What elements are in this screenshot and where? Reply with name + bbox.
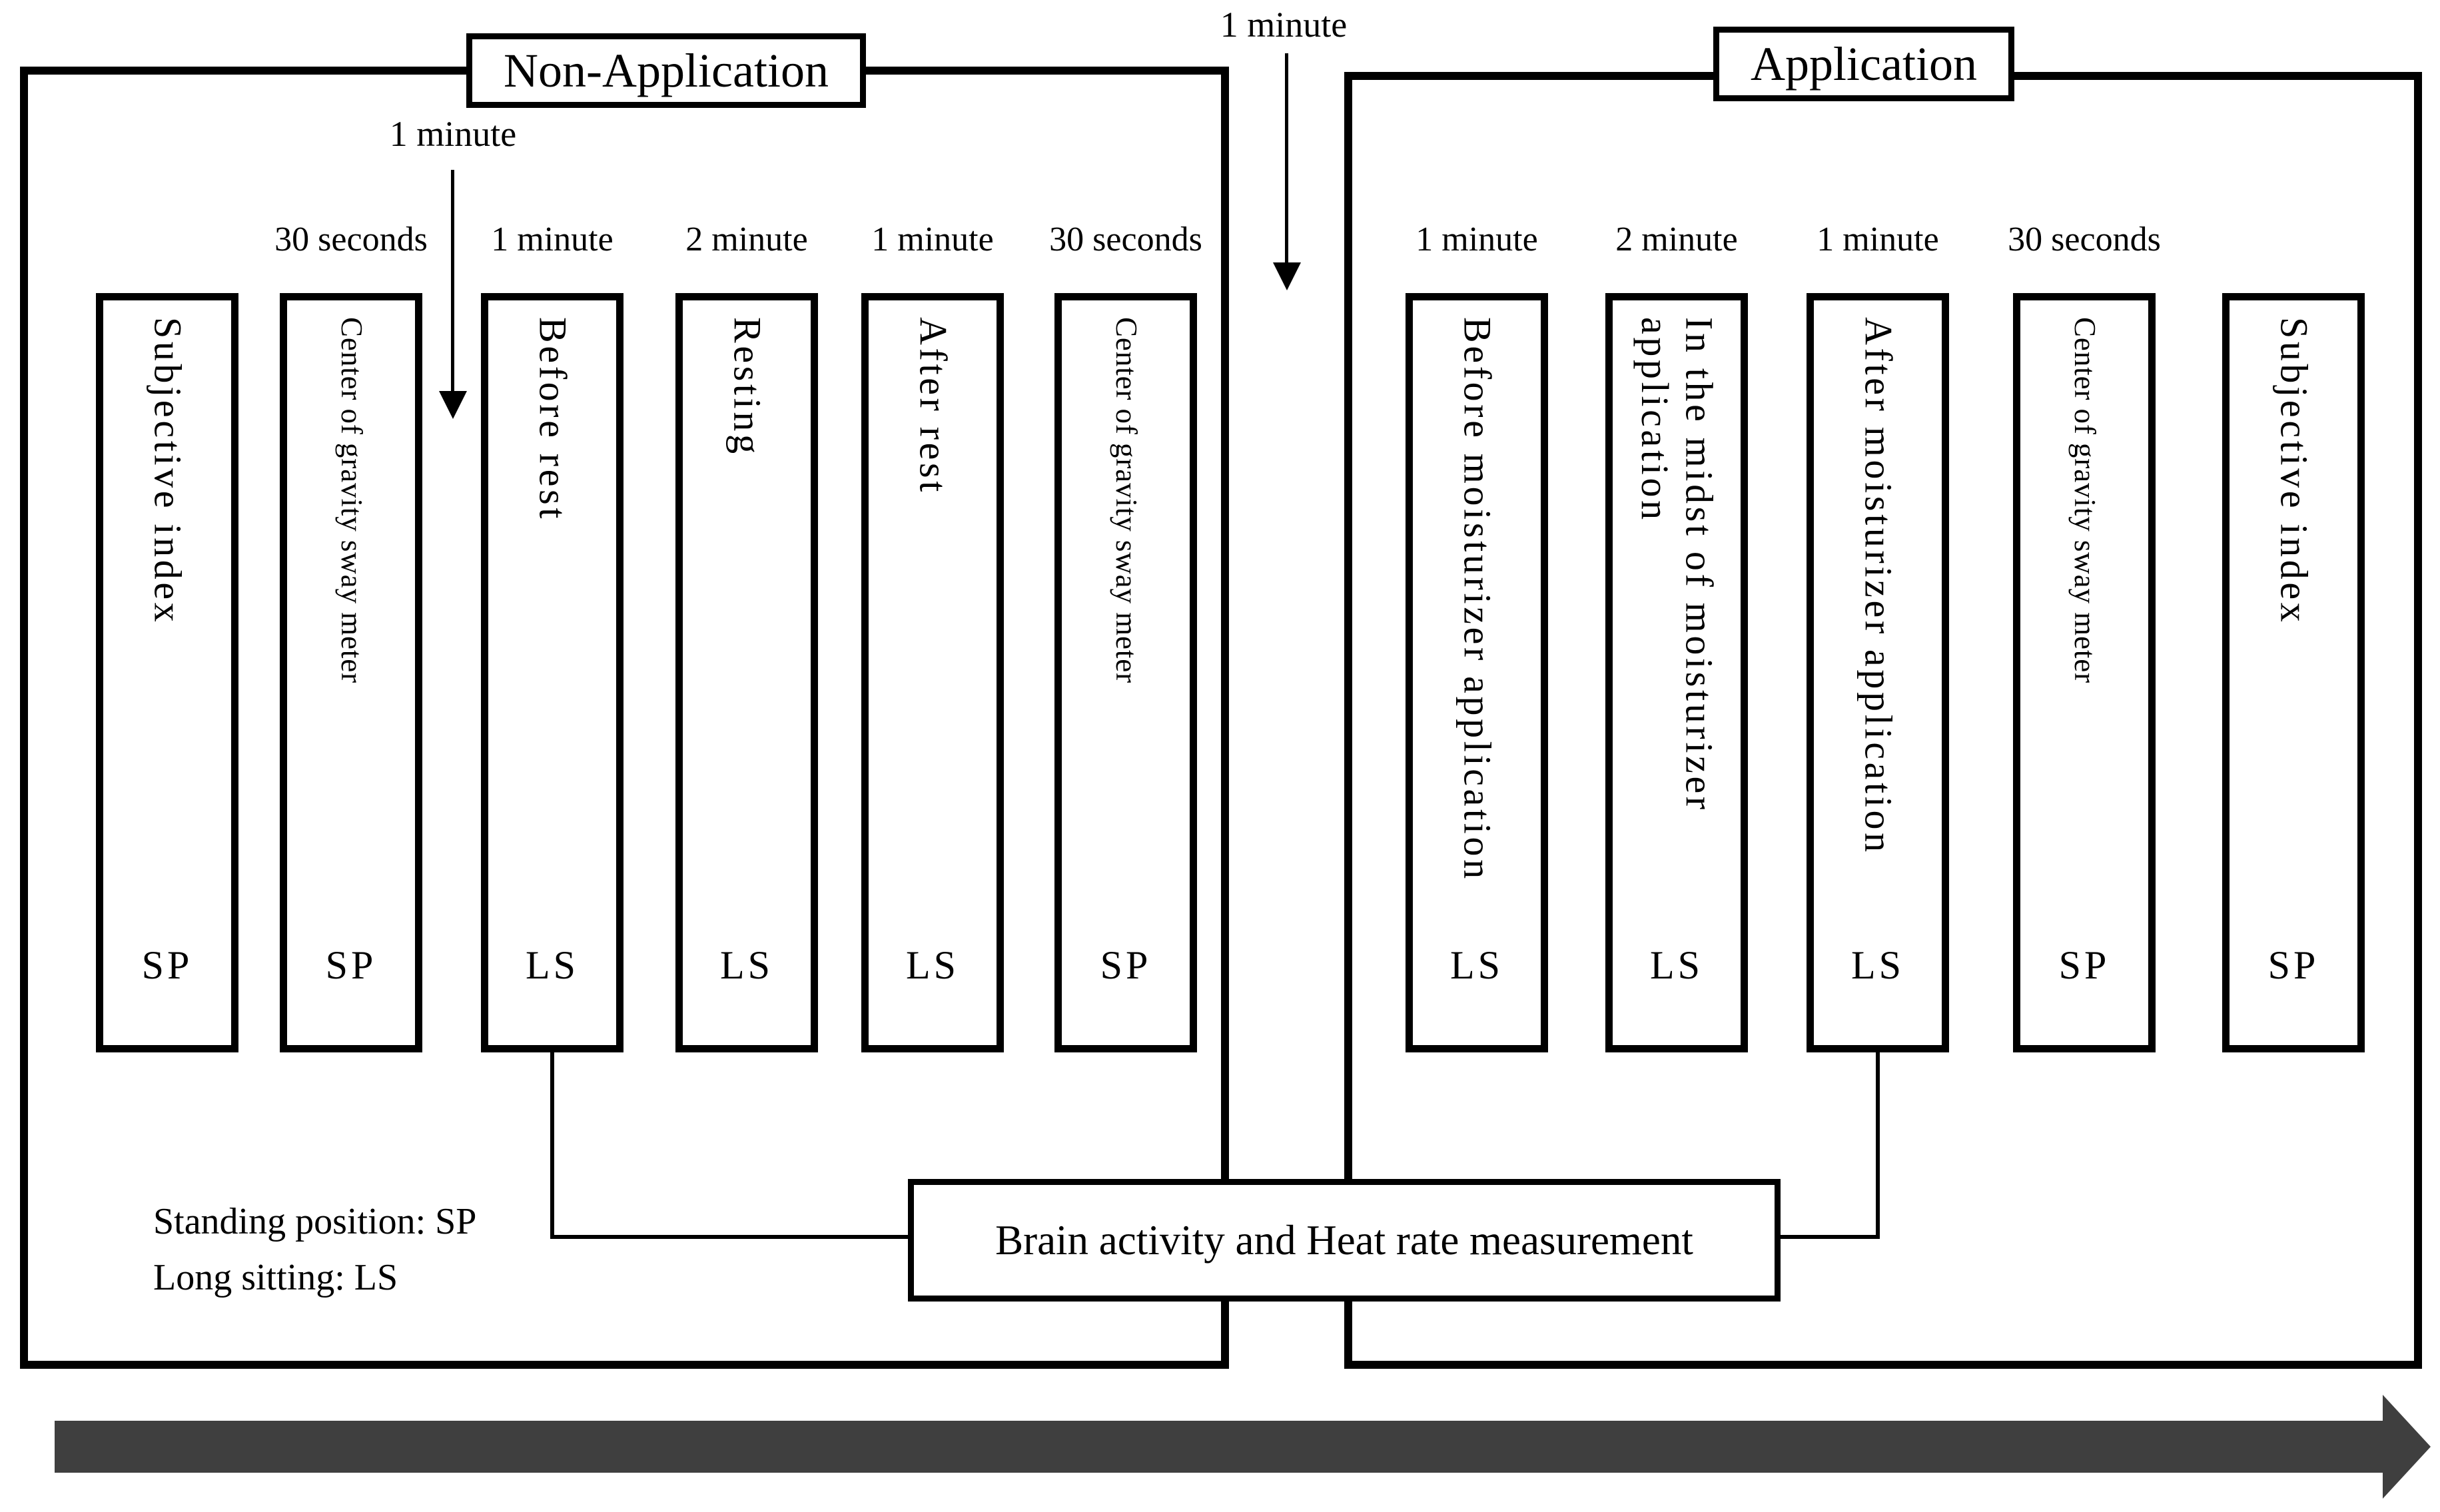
middle-transition-duration-label: 1 minute: [1220, 5, 1348, 45]
middle-down-arrow-line: [1285, 53, 1288, 263]
procedure-step-box-right-1: 1 minute Before moisturizer application …: [1406, 220, 1548, 1052]
phase-title-label: Application: [1751, 37, 1977, 91]
timeline-arrow-bar: [55, 1421, 2383, 1473]
posture-label: SP: [1100, 943, 1152, 987]
duration-label: 2 minute: [685, 220, 808, 258]
step-label: Center of gravity sway meter: [1109, 317, 1143, 684]
step-label: Resting: [725, 317, 769, 457]
connector-after-application-vertical: [1876, 1051, 1880, 1239]
posture-label: LS: [525, 943, 580, 987]
posture-label: LS: [1850, 943, 1905, 987]
duration-label: 1 minute: [1416, 220, 1538, 258]
procedure-step-box-right-3: 1 minute After moisturizer application L…: [1807, 220, 1949, 1052]
posture-legend: Standing position: SP Long sitting: LS: [153, 1201, 477, 1298]
step-label: Before rest: [531, 317, 575, 522]
posture-label: SP: [2058, 943, 2110, 987]
posture-label: LS: [905, 943, 960, 987]
procedure-step-box-right-2: 2 minute In the midst of moisturizer app…: [1605, 220, 1748, 1052]
procedure-step-box-right-4: 30 seconds Center of gravity sway meter …: [2008, 220, 2161, 1052]
step-label: After moisturizer application: [1856, 317, 1900, 855]
measurement-box: Brain activity and Heat rate measurement: [908, 1179, 1781, 1302]
procedure-step-box-left-1: Subjective index SP: [96, 293, 238, 1052]
duration-label: 1 minute: [871, 220, 994, 258]
duration-label: 1 minute: [491, 220, 613, 258]
posture-label: SP: [2267, 943, 2319, 987]
middle-down-arrow-head-icon: [1273, 262, 1301, 290]
step-label: Subjective index: [2272, 317, 2316, 625]
timeline-arrow-head-icon: [2383, 1395, 2431, 1499]
step-label: After rest: [911, 317, 955, 496]
connector-before-rest-vertical: [550, 1051, 554, 1239]
posture-label: SP: [325, 943, 377, 987]
posture-label: LS: [1649, 943, 1704, 987]
left-transition-duration-label: 1 minute: [389, 114, 517, 154]
left-down-arrow-line: [451, 170, 454, 392]
procedure-step-box-left-6: 30 seconds Center of gravity sway meter …: [1049, 220, 1202, 1052]
step-label: Before moisturizer application: [1455, 317, 1499, 882]
procedure-step-box-left-3: 1 minute Before rest LS: [481, 220, 623, 1052]
connector-right-horizontal: [1781, 1235, 1880, 1239]
posture-label: LS: [1449, 943, 1504, 987]
step-label: Center of gravity sway meter: [334, 317, 368, 684]
measurement-box-label: Brain activity and Heat rate measurement: [995, 1216, 1693, 1264]
duration-label: 2 minute: [1615, 220, 1738, 258]
step-label: Center of gravity sway meter: [2068, 317, 2102, 684]
step-label: Subjective index: [146, 317, 190, 625]
duration-label: 30 seconds: [274, 220, 428, 258]
procedure-step-box-left-4: 2 minute Resting LS: [675, 220, 818, 1052]
posture-label: LS: [719, 943, 774, 987]
phase-title-label: Non-Application: [504, 43, 829, 97]
phase-title-application: Application: [1713, 27, 2014, 101]
left-down-arrow-head-icon: [439, 391, 467, 419]
duration-label: 30 seconds: [2008, 220, 2161, 258]
connector-left-horizontal: [550, 1235, 910, 1239]
procedure-step-box-left-2: 30 seconds Center of gravity sway meter …: [274, 220, 428, 1052]
phase-title-non-application: Non-Application: [466, 33, 866, 108]
procedure-step-box-left-5: 1 minute After rest LS: [861, 220, 1004, 1052]
duration-label: 1 minute: [1817, 220, 1939, 258]
procedure-step-box-right-5: Subjective index SP: [2222, 293, 2365, 1052]
duration-label: 30 seconds: [1049, 220, 1202, 258]
posture-label: SP: [141, 943, 193, 987]
step-label: In the midst of moisturizer application: [1633, 317, 1721, 813]
